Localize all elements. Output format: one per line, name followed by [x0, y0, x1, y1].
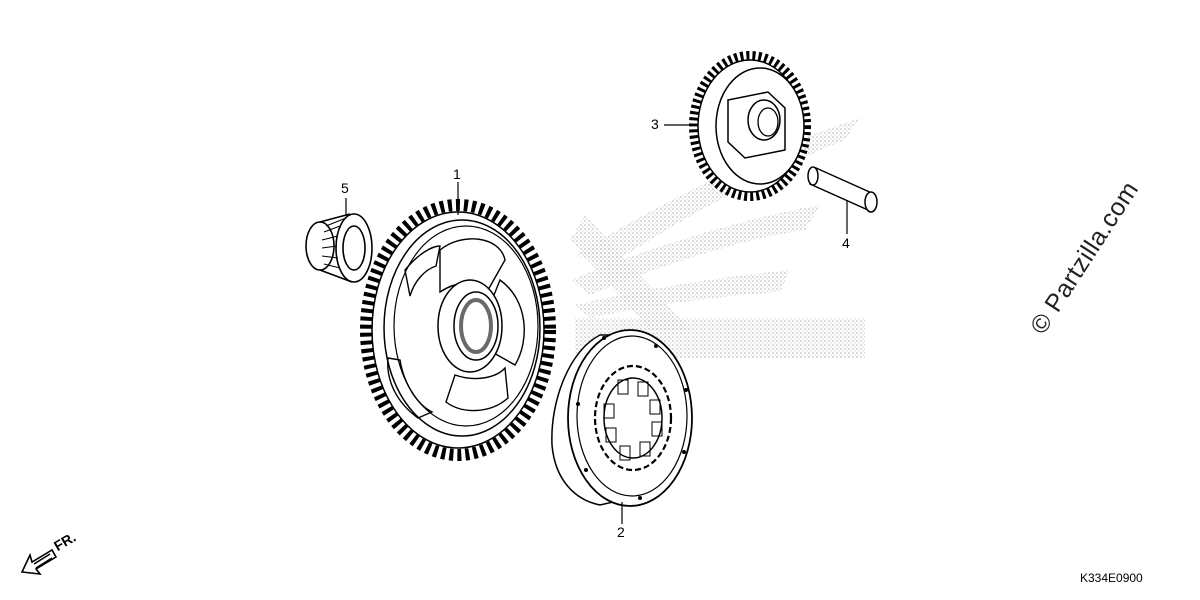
callout-2: 2: [617, 524, 625, 540]
part-4-shaft: [807, 166, 878, 213]
callout-4: 4: [842, 235, 850, 251]
diagram-code: K334E0900: [1080, 571, 1143, 585]
front-direction-arrow: [20, 548, 58, 576]
part-1-starter-driven-gear: [360, 199, 556, 461]
part-2-one-way-clutch: [551, 329, 693, 507]
part-3-reduction-gear: [689, 51, 811, 201]
leader-lines: [345, 124, 848, 524]
callout-5: 5: [341, 180, 349, 196]
part-5-needle-bearing: [305, 213, 373, 283]
callout-3: 3: [651, 116, 659, 132]
callout-1: 1: [453, 166, 461, 182]
